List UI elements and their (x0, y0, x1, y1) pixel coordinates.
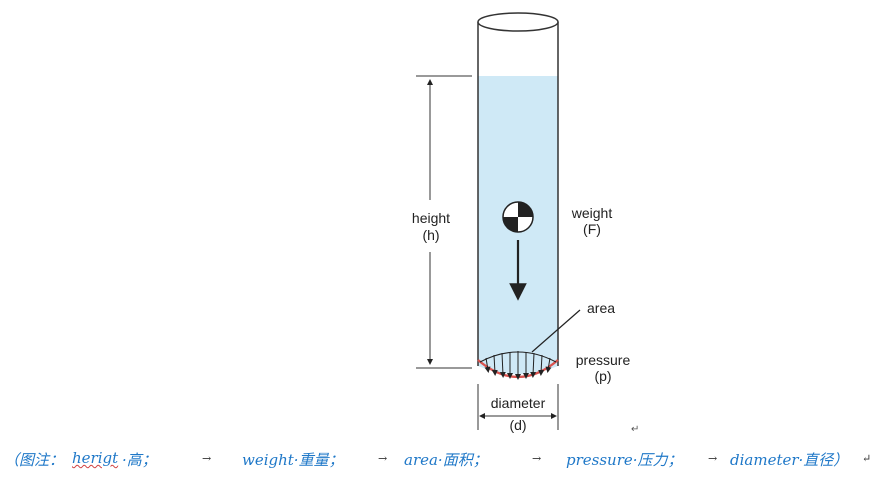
pressure-label: pressure (576, 352, 631, 368)
pressure-symbol: (p) (594, 368, 611, 384)
paragraph-mark-icon: ↵ (631, 424, 640, 435)
caption-weight: weight·重量； (242, 451, 344, 469)
area-leader-line (531, 309, 581, 353)
weight-label: weight (571, 205, 613, 221)
center-of-mass-icon (502, 201, 534, 233)
cylinder-top-rim (477, 12, 559, 32)
tab-arrow-icon: → (378, 452, 388, 465)
diameter-symbol: (d) (509, 417, 526, 433)
pressure-arrows (484, 351, 552, 380)
tab-arrow-icon: → (202, 452, 212, 465)
caption-area: area·面积； (404, 451, 488, 469)
caption-diameter: diameter·直径） (730, 451, 849, 469)
height-label: height (412, 210, 450, 226)
caption-height-cn: ·高； (122, 451, 157, 469)
caption-pressure: pressure·压力； (566, 451, 683, 469)
height-symbol: (h) (422, 227, 439, 243)
area-label: area (587, 300, 615, 316)
figure-caption: （图注： herigt ·高； → weight·重量； → area·面积； … (4, 449, 872, 473)
tab-arrow-icon: → (708, 452, 718, 465)
diameter-label: diameter (491, 395, 546, 411)
caption-open: （图注： (4, 451, 65, 469)
tab-arrow-icon: → (532, 452, 542, 465)
weight-symbol: (F) (583, 221, 601, 237)
end-mark-icon: ↵ (862, 452, 872, 465)
caption-herigt: herigt (72, 449, 119, 467)
